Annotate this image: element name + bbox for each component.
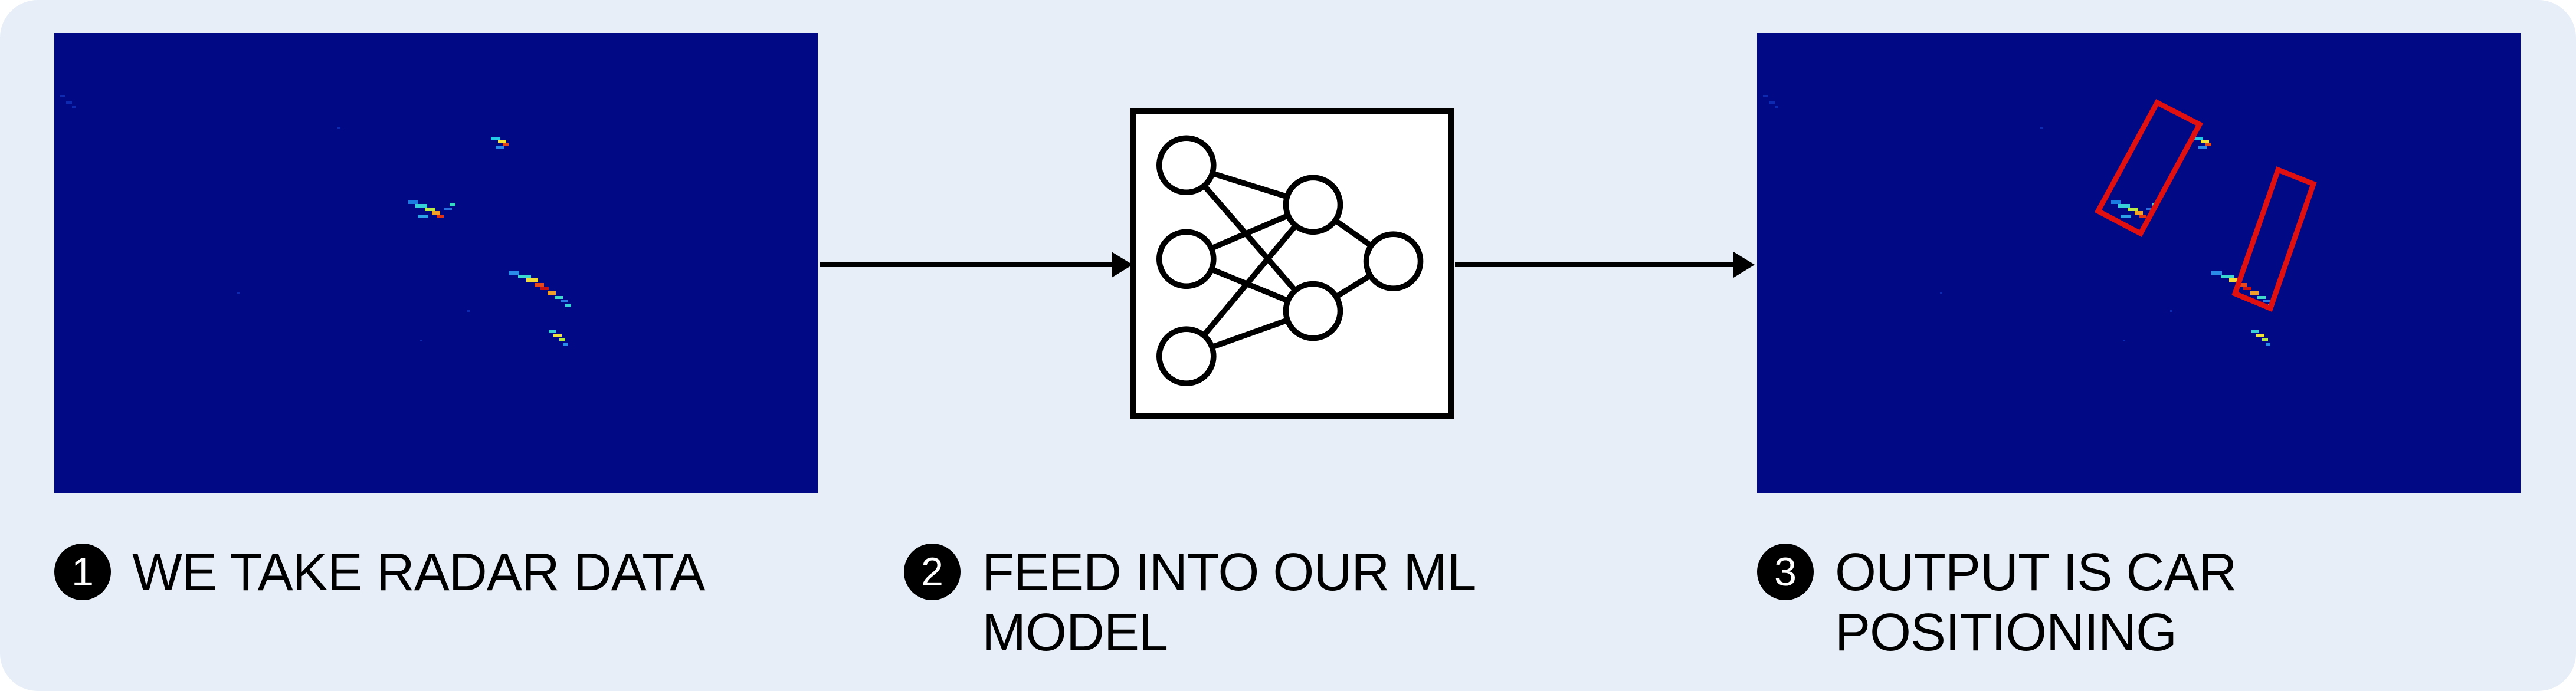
radar-input-image	[54, 33, 818, 493]
step-number-badge: 1	[54, 544, 111, 600]
step-number-badge: 2	[904, 544, 961, 600]
step-label: OUTPUT IS CAR POSITIONING	[1835, 543, 2237, 662]
right-arrow-icon	[1455, 252, 1755, 278]
step-label: WE TAKE RADAR DATA	[132, 543, 705, 602]
car-detection-box	[2094, 98, 2204, 238]
step-1-caption: 1 WE TAKE RADAR DATA	[54, 542, 705, 603]
radar-output-image	[1757, 33, 2521, 493]
step-number-badge: 3	[1757, 544, 1814, 600]
step-2-caption: 2 FEED INTO OUR ML MODEL	[904, 542, 1513, 663]
car-detection-box	[2231, 166, 2317, 312]
step-3-caption: 3 OUTPUT IS CAR POSITIONING	[1757, 542, 2366, 663]
neural-network-icon	[1130, 108, 1454, 419]
right-arrow-icon	[820, 252, 1133, 278]
step-label: FEED INTO OUR ML MODEL	[982, 543, 1474, 662]
